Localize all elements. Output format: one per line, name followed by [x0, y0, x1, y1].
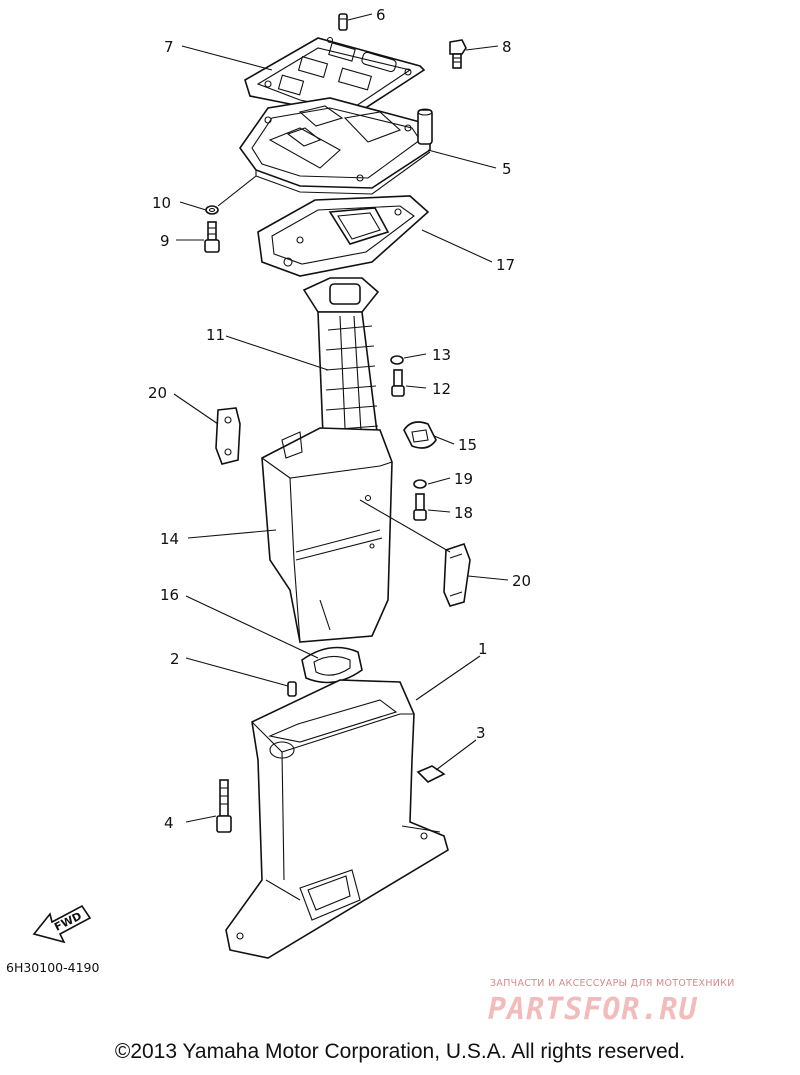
seal-part-16 — [301, 646, 363, 684]
dowel-pin-part-2 — [287, 681, 297, 697]
callout-10: 10 — [152, 194, 171, 212]
callout-14: 14 — [160, 530, 179, 548]
mount-damper-part-20-right — [443, 542, 471, 607]
bolt-part-12 — [391, 369, 405, 397]
callout-12: 12 — [432, 380, 451, 398]
mount-damper-part-20-left — [215, 407, 241, 465]
callout-2: 2 — [170, 650, 180, 668]
bolt-part-4 — [216, 779, 232, 833]
bolt-part-8 — [449, 39, 467, 69]
gasket-upper-part-7 — [244, 36, 426, 119]
copyright-notice: ©2013 Yamaha Motor Corporation, U.S.A. A… — [114, 1040, 686, 1063]
callout-20-right: 20 — [512, 572, 531, 590]
callout-17: 17 — [496, 256, 515, 274]
washer-part-13 — [390, 355, 404, 365]
callout-labels: 6 7 8 5 10 9 17 11 13 12 20 15 19 18 14 … — [148, 6, 531, 832]
leader-lines — [173, 13, 509, 823]
callout-11: 11 — [206, 326, 225, 344]
exhaust-guide-part-5 — [239, 97, 433, 195]
drawing-reference: 6H30100-4190 — [6, 960, 99, 975]
callout-18: 18 — [454, 504, 473, 522]
grommet-part-15 — [403, 421, 437, 449]
dowel-pin-part-6 — [338, 13, 348, 31]
callout-3: 3 — [476, 724, 486, 742]
callout-16: 16 — [160, 586, 179, 604]
washer-part-10 — [205, 205, 219, 215]
bolt-part-18 — [413, 493, 427, 521]
callout-4: 4 — [164, 814, 174, 832]
bolt-part-9 — [204, 221, 220, 253]
callout-1: 1 — [478, 640, 488, 658]
watermark-brand: PARTSFOR.RU — [488, 992, 698, 1027]
callout-19: 19 — [454, 470, 473, 488]
callout-15: 15 — [458, 436, 477, 454]
callout-6: 6 — [376, 6, 386, 24]
callout-9: 9 — [160, 232, 170, 250]
exhaust-manifold-part-11 — [302, 277, 380, 462]
watermark-tagline: ЗАПЧАСТИ И АКСЕССУАРЫ ДЛЯ МОТОТЕХНИКИ — [490, 978, 735, 989]
upper-casing-part-14 — [261, 427, 393, 643]
callout-20-left: 20 — [148, 384, 167, 402]
callout-5: 5 — [502, 160, 512, 178]
callout-7: 7 — [164, 38, 174, 56]
callout-13: 13 — [432, 346, 451, 364]
washer-part-19 — [413, 479, 427, 489]
clip-part-3 — [416, 765, 446, 783]
fwd-arrow-icon: FWD — [32, 904, 92, 944]
callout-8: 8 — [502, 38, 512, 56]
gasket-lower-part-17 — [257, 195, 430, 277]
lower-casing-part-1 — [225, 679, 449, 959]
